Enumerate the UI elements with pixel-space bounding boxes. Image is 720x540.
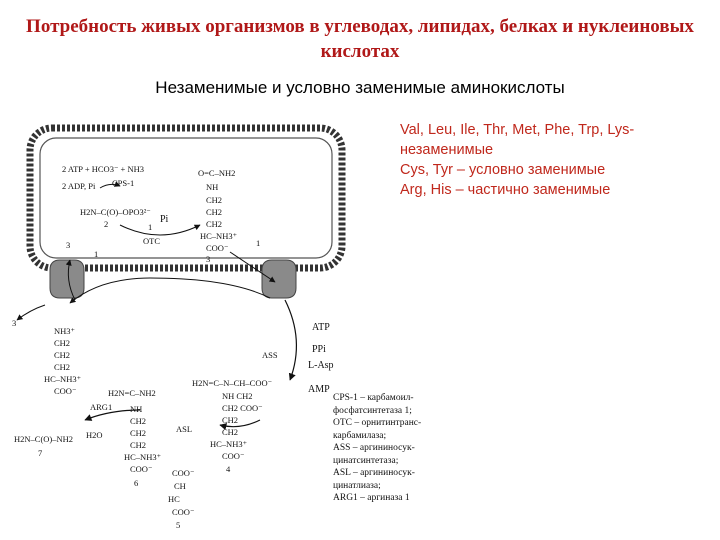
- asl-enzyme-label: ASL: [176, 424, 192, 434]
- cps-enzyme-label: CPS-1: [112, 178, 134, 188]
- conditional-note: Cys, Tyr – условно заменимые: [400, 162, 606, 178]
- legend-otc: OTC – орнитинтранс- карбамилаза;: [333, 418, 422, 441]
- as-frag-3: CH2: [222, 415, 238, 425]
- transporter-right: [261, 259, 297, 299]
- fum-frag-2: HC: [168, 494, 180, 504]
- orn-frag-1: CH2: [54, 338, 70, 348]
- products-label: 2 ADP, Pi: [62, 181, 96, 191]
- num-1-right: 1: [256, 238, 260, 248]
- citrulline-structure: O=C–NH2 NH CH2 CH2 CH2 HC–NH3⁺ COO⁻: [198, 168, 238, 253]
- arginine-structure: H2N=C–NH2 NH CH2 CH2 CH2 HC–NH3⁺ COO⁻ 6: [108, 388, 162, 488]
- fum-frag-1: CH: [174, 481, 186, 491]
- cit-frag-5: HC–NH3⁺: [200, 231, 238, 241]
- cit-frag-4: CH2: [206, 219, 222, 229]
- ass-arrow: [284, 299, 297, 381]
- page-subtitle: Незаменимые и условно заменимые аминокис…: [155, 78, 565, 97]
- arg-frag-3: CH2: [130, 428, 146, 438]
- compound-number-2: 2: [104, 219, 108, 229]
- ppi-label: PPi: [312, 344, 326, 355]
- otc-arrow: [119, 224, 201, 236]
- carbamoyl-phosphate: H2N–C(O)–OPO3²⁻: [80, 207, 151, 217]
- h2o-label: H2O: [86, 430, 103, 440]
- arg-frag-2: CH2: [130, 416, 146, 426]
- atp-label: ATP: [312, 322, 330, 333]
- citrulline-export-arrow: [229, 251, 276, 283]
- cit-frag-1: NH: [206, 182, 218, 192]
- orn-frag-2: CH2: [54, 350, 70, 360]
- as-frag-4: CH2: [222, 427, 238, 437]
- num-7: 7: [38, 448, 42, 458]
- cps-arrow: [99, 181, 121, 189]
- reactants-label: 2 ATP + HCO3⁻ + NH3: [62, 164, 144, 174]
- asl-arrow: [219, 419, 261, 431]
- cit-frag-3: CH2: [206, 207, 222, 217]
- num-5: 5: [176, 520, 180, 530]
- essential-note: Val, Leu, Ile, Thr, Met, Phe, Trp, Lys- …: [400, 122, 635, 158]
- partial-note: Arg, His – частично заменимые: [400, 182, 611, 198]
- as-frag-1: NH CH2: [222, 391, 252, 401]
- arg-frag-0: H2N=C–NH2: [108, 388, 156, 398]
- ornithine-import-arrow: [65, 259, 76, 301]
- pi-label: Pi: [160, 214, 169, 225]
- mitochondrion-outer-membrane: [26, 124, 346, 272]
- left-exit-arrow: [16, 304, 46, 321]
- num-3-exit: 3: [12, 318, 16, 328]
- transporter-left: [49, 259, 85, 299]
- as-frag-0: H2N=C–N–CH–COO⁻: [192, 378, 273, 388]
- orn-frag-4: HC–NH3⁺: [44, 374, 82, 384]
- ass-enzyme-label: ASS: [262, 350, 278, 360]
- amp-label: AMP: [308, 384, 330, 395]
- enzyme-legend: CPS-1 – карбамоил- фосфатсинтетаза 1; OT…: [333, 392, 483, 505]
- cycle-arc-arrow: [69, 277, 271, 304]
- arg-frag-4: CH2: [130, 440, 146, 450]
- legend-cps1: CPS-1 – карбамоил- фосфатсинтетаза 1;: [333, 393, 414, 416]
- ornithine-structure: NH3⁺ CH2 CH2 CH2 HC–NH3⁺ COO⁻: [44, 326, 82, 396]
- arg1-enzyme-label: ARG1: [90, 402, 112, 412]
- argininosuccinate-structure: H2N=C–N–CH–COO⁻ NH CH2 CH2 COO⁻ CH2 CH2 …: [192, 378, 273, 474]
- arg-frag-1: NH: [130, 404, 142, 414]
- legend-arg1: ARG1 – аргиназа 1: [333, 493, 410, 503]
- page-title: Потребность живых организмов в углеводах…: [26, 16, 694, 62]
- cit-frag-6: COO⁻: [206, 243, 229, 253]
- num-4: 4: [226, 464, 231, 474]
- as-frag-5: HC–NH3⁺: [210, 439, 248, 449]
- num-1-top: 1: [148, 222, 152, 232]
- orn-frag-3: CH2: [54, 362, 70, 372]
- cit-frag-0: O=C–NH2: [198, 168, 235, 178]
- orn-frag-0: NH3⁺: [54, 326, 76, 336]
- as-frag-6: COO⁻: [222, 451, 245, 461]
- num-3-mid: 3: [206, 254, 210, 264]
- fum-frag-0: COO⁻: [172, 468, 195, 478]
- arg-frag-6: COO⁻: [130, 464, 153, 474]
- as-frag-2: CH2 COO⁻: [222, 403, 263, 413]
- num-3-left: 3: [66, 240, 70, 250]
- num-6: 6: [134, 478, 138, 488]
- amino-acid-notes: Val, Leu, Ile, Thr, Met, Phe, Trp, Lys- …: [400, 120, 700, 200]
- num-1-left: 1: [94, 249, 98, 259]
- mitochondrion-inner-membrane: [39, 137, 333, 259]
- urea-structure: H2N–C(O)–NH2: [14, 434, 73, 444]
- otc-enzyme-label: OTC: [143, 236, 160, 246]
- legend-ass: ASS – аргининосук- цинатсинтетаза;: [333, 443, 415, 466]
- cit-frag-2: CH2: [206, 195, 222, 205]
- arg1-arrow: [84, 409, 141, 421]
- arg-frag-5: HC–NH3⁺: [124, 452, 162, 462]
- legend-asl: ASL – аргининосук- цинатлиаза;: [333, 468, 415, 491]
- fum-frag-3: COO⁻: [172, 507, 195, 517]
- orn-frag-5: COO⁻: [54, 386, 77, 396]
- l-asp-label: L-Asp: [308, 360, 334, 371]
- fumarate-structure: COO⁻ CH HC COO⁻ 5: [168, 468, 195, 530]
